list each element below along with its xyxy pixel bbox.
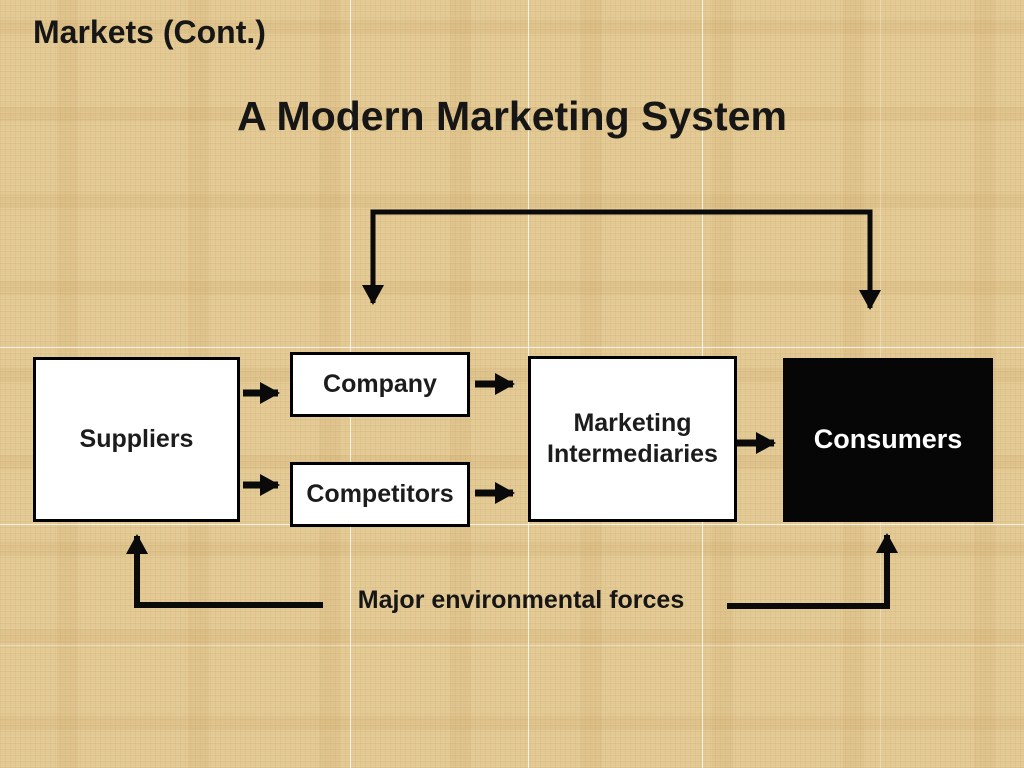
company-label: Company	[323, 369, 437, 398]
arrow-down-to-company	[362, 209, 870, 305]
grid-seam-horizontal	[0, 645, 1024, 646]
competitors-box: Competitors	[290, 462, 470, 527]
company-box: Company	[290, 352, 470, 417]
grid-seam-horizontal	[0, 347, 1024, 348]
diagram-title: A Modern Marketing System	[237, 93, 787, 139]
arrow-forces-to-suppliers	[126, 534, 323, 608]
consumers-label: Consumers	[813, 424, 963, 455]
environmental-forces-caption: Major environmental forces	[357, 586, 685, 614]
consumers-box: Consumers	[783, 358, 993, 522]
grid-seam-horizontal	[0, 524, 1024, 525]
slide-header-title: Markets (Cont.)	[33, 14, 266, 50]
marketing-intermediaries-box: Marketing Intermediaries	[528, 356, 737, 522]
suppliers-box: Suppliers	[33, 357, 240, 522]
competitors-label: Competitors	[306, 479, 454, 508]
suppliers-label: Suppliers	[79, 424, 194, 453]
arrow-forces-to-consumers	[727, 533, 898, 609]
marketing-intermediaries-label: Marketing Intermediaries	[547, 408, 718, 468]
arrow-down-to-consumers	[373, 209, 881, 310]
